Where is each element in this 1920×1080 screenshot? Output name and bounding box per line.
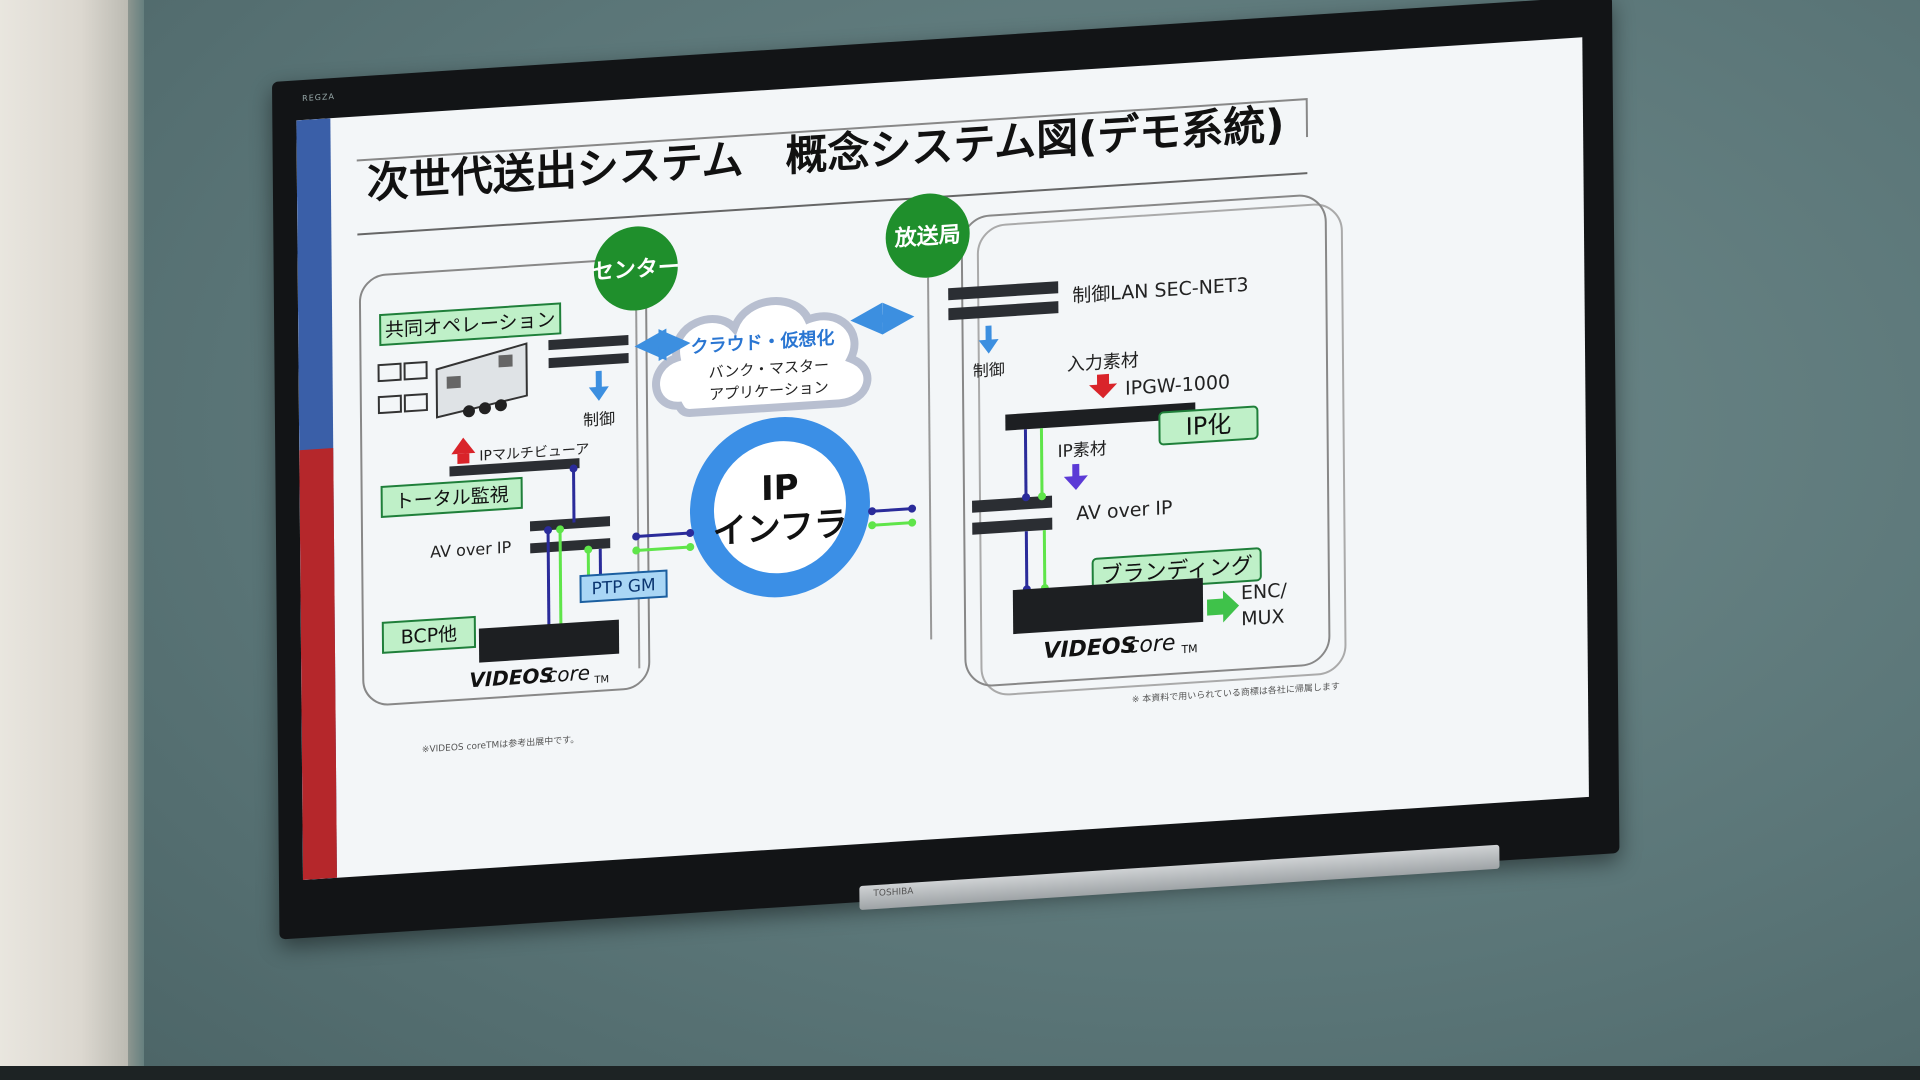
footnote-left: ※VIDEOS coreTMは参考出展中です。 (422, 733, 579, 755)
stand-label: TOSHIBA (873, 886, 914, 900)
station-product-brand: VIDEOS (1043, 633, 1136, 664)
tv-monitor: REGZA 次世代送出システム 概念システム図(デモ系統) センター (272, 0, 1620, 940)
ptp-label-box (579, 569, 668, 604)
ip-convert-label-box (1158, 405, 1259, 446)
multiviewer-device (449, 458, 580, 477)
slide-diagram: 次世代送出システム 概念システム図(デモ系統) センター 放送局 共同オペレーシ… (296, 98, 1347, 881)
center-divider (635, 310, 641, 669)
enc-label: ENC/ (1241, 579, 1288, 604)
left-wall (0, 0, 135, 1080)
ipgw-label: IPGW-1000 (1125, 371, 1230, 400)
center-cloud-arrow (634, 328, 691, 362)
station-av-label: AV over IP (1076, 497, 1172, 525)
ip-material-arrow-head (1063, 475, 1088, 491)
cloud-station-arrow (850, 302, 915, 335)
ip-material-label: IP素材 (1058, 439, 1107, 462)
station-av-switch-top (972, 495, 1053, 513)
center-av-switch-bottom (530, 538, 611, 554)
center-badge (593, 226, 678, 311)
slide-title: 次世代送出システム 概念システム図(デモ系統) (367, 100, 1285, 208)
multiviewer-up-arrow-shaft (457, 453, 470, 465)
multiviewer-label: IPマルチビューア (479, 442, 589, 465)
center-ip-links (632, 528, 695, 555)
floor-strip (0, 1066, 1920, 1080)
enc-mux-arrow (1207, 590, 1240, 623)
ptp-label: PTP GM (591, 575, 655, 599)
station-control-lan-label: 制御LAN SEC-NET3 (1072, 274, 1248, 307)
bcp-label: BCP他 (401, 623, 458, 649)
title-frame (356, 98, 1309, 162)
wall-edge (128, 0, 144, 1080)
ip-convert-label: IP化 (1186, 410, 1232, 441)
station-videos-device (1012, 577, 1204, 635)
station-network-lines (1023, 428, 1047, 590)
station-product-sub: core (1127, 631, 1175, 659)
center-av-switch-top (529, 516, 611, 532)
input-material-label: 入力素材 (1067, 350, 1139, 376)
center-switch-bottom (548, 352, 629, 369)
center-product-sub: core (546, 660, 590, 687)
input-arrow-shaft (1096, 373, 1110, 387)
station-region-box-back (976, 203, 1347, 696)
station-switch-top (948, 281, 1059, 301)
ipgw-device (1005, 402, 1196, 431)
tv-brand: REGZA (302, 91, 335, 104)
station-divider (927, 277, 933, 640)
center-control-arrow-head (588, 386, 609, 401)
total-monitor-label-box (380, 476, 523, 518)
joint-ops-label-box (379, 302, 562, 347)
station-badge (885, 193, 970, 278)
tv-screen: 次世代送出システム 概念システム図(デモ系統) センター 放送局 共同オペレーシ… (296, 37, 1589, 881)
title-underline (357, 172, 1308, 236)
center-badge-label: センター (592, 255, 680, 286)
station-control-arrow-head (978, 339, 999, 354)
ip-infra-line2: インフラ (713, 504, 848, 553)
station-badge-label: 放送局 (894, 222, 961, 252)
center-control-label: 制御 (583, 409, 615, 430)
monitor-icons (377, 360, 428, 415)
center-videos-device (478, 619, 620, 663)
ip-station-links (868, 504, 917, 530)
station-switch-bottom (948, 301, 1059, 321)
ip-infra-line1: IP (761, 467, 799, 509)
center-product-tm: TM (593, 674, 609, 686)
input-arrow-head (1089, 383, 1118, 399)
center-switch-top (548, 334, 629, 351)
station-control-label: 制御 (973, 360, 1005, 381)
bcp-label-box (381, 615, 477, 654)
station-region-box (960, 194, 1331, 687)
station-av-switch-bottom (972, 517, 1053, 535)
center-region-box (358, 258, 651, 706)
station-product-tm: TM (1180, 642, 1197, 656)
mux-label: MUX (1241, 606, 1284, 631)
center-product-brand: VIDEOS (469, 663, 554, 692)
center-av-label: AV over IP (430, 538, 512, 562)
slide-side-strip-red (299, 448, 337, 881)
ip-infra-ring (689, 417, 870, 598)
multiviewer-wall-icon (435, 342, 528, 419)
multiviewer-up-arrow (451, 437, 476, 455)
